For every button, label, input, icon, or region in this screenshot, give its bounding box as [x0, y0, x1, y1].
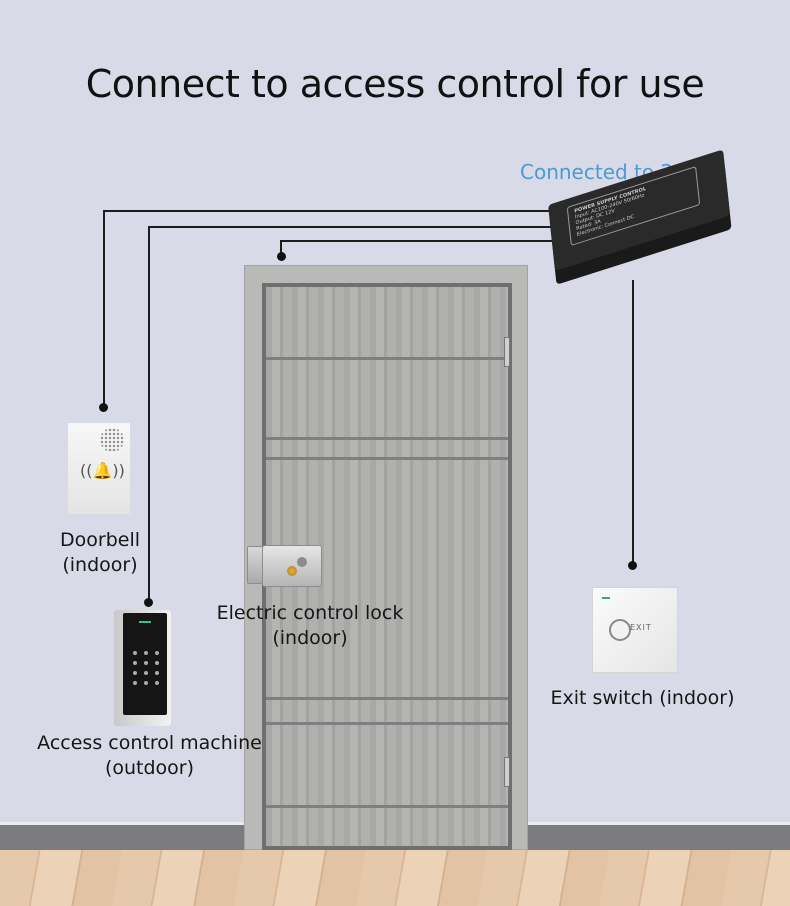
wire-keypad-vertical — [148, 226, 150, 600]
doorbell-device: ((🔔)) — [68, 423, 130, 514]
doorbell-label: Doorbell (indoor) — [40, 528, 160, 578]
lock-knob-icon — [297, 557, 307, 567]
key — [132, 681, 137, 685]
doorbell-name: Doorbell — [60, 529, 140, 551]
key — [132, 661, 137, 665]
door-groove — [266, 722, 508, 725]
wire-lock-horizontal — [280, 240, 560, 242]
key — [155, 681, 160, 685]
hinge — [504, 337, 510, 367]
access-machine-name: Access control machine — [37, 732, 262, 754]
hinge — [504, 757, 510, 787]
lock-location: (indoor) — [272, 627, 348, 649]
wire-terminal-dot — [144, 598, 153, 607]
exit-ring-icon — [609, 619, 631, 641]
speaker-grille-icon — [100, 428, 124, 452]
page-title: Connect to access control for use — [85, 62, 705, 106]
key — [143, 681, 148, 685]
access-machine-location: (outdoor) — [104, 757, 195, 779]
exit-switch-label: Exit switch (indoor) — [550, 687, 735, 709]
key — [155, 651, 160, 655]
key — [155, 661, 160, 665]
wire-terminal-dot — [628, 561, 637, 570]
key — [143, 661, 148, 665]
access-control-keypad — [114, 610, 171, 726]
exit-led — [602, 597, 610, 599]
door-groove — [266, 805, 508, 808]
wire-terminal-dot — [277, 252, 286, 261]
wire-keypad-horizontal — [148, 226, 568, 228]
wire-lock-vertical — [280, 240, 282, 257]
key — [143, 651, 148, 655]
lock-label: Electric control lock (indoor) — [205, 601, 415, 651]
door-groove — [266, 357, 508, 360]
keyhole-icon — [287, 566, 297, 576]
key — [132, 671, 137, 675]
door-groove — [266, 437, 508, 440]
doorbell-location: (indoor) — [62, 554, 138, 576]
exit-text: EXIT — [630, 623, 652, 632]
key — [132, 651, 137, 655]
status-led — [139, 621, 151, 623]
keypad-face — [123, 613, 167, 715]
wire-exit-vertical — [632, 280, 634, 565]
wire-terminal-dot — [99, 403, 108, 412]
keypad-buttons — [129, 651, 163, 685]
key — [143, 671, 148, 675]
exit-switch-device: EXIT — [592, 587, 678, 673]
wire-doorbell-horizontal — [103, 210, 583, 212]
door-groove — [266, 457, 508, 460]
door-groove — [266, 697, 508, 700]
access-machine-label: Access control machine (outdoor) — [22, 731, 277, 781]
wood-floor — [0, 850, 790, 906]
lock-name: Electric control lock — [216, 602, 404, 624]
bell-icon: ((🔔)) — [80, 461, 125, 480]
wire-doorbell-vertical — [103, 210, 105, 406]
key — [155, 671, 160, 675]
